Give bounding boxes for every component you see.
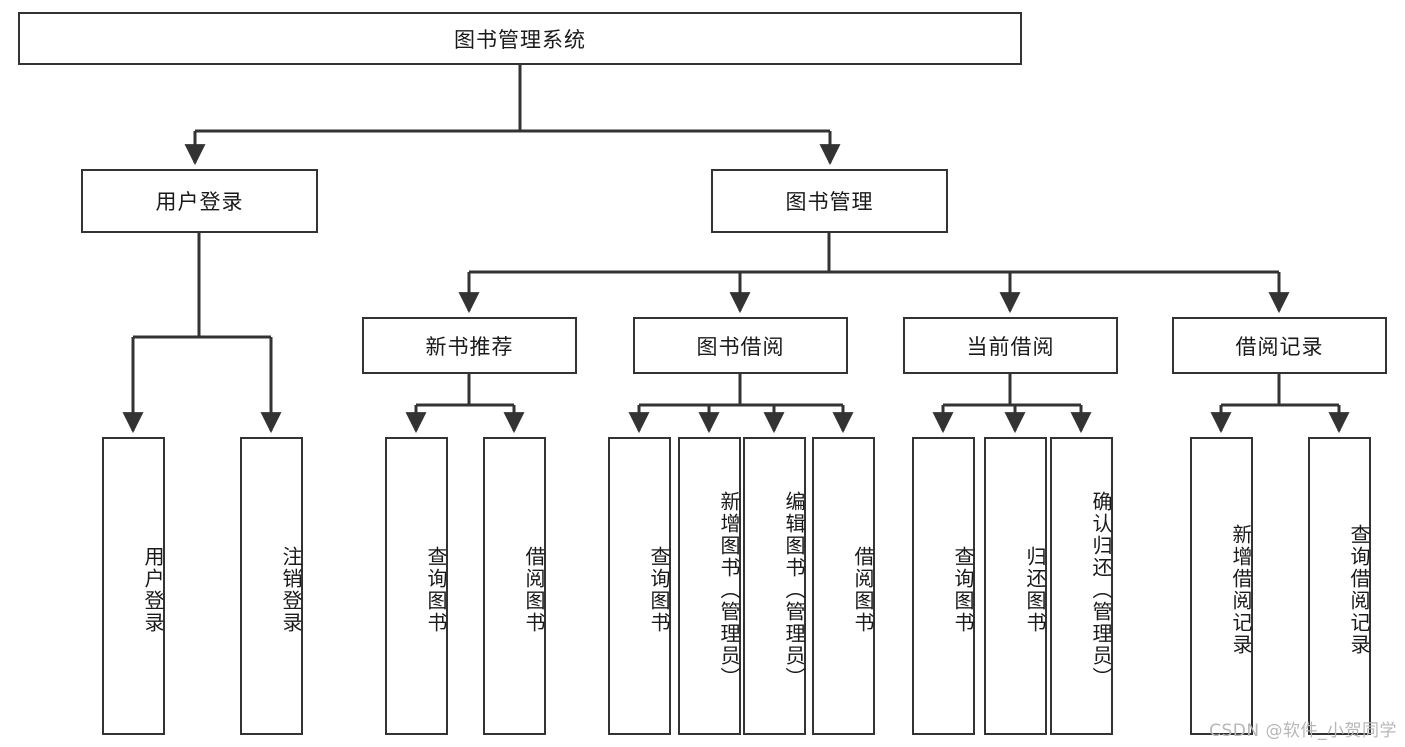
node-leaf-add-borrow-record-label: 新增借阅记录 [1229,524,1253,656]
node-leaf-add-book-admin[interactable]: 新增图书（管理员） [678,437,741,735]
node-leaf-query-book-recommend[interactable]: 查询图书 [385,437,448,735]
node-leaf-user-login[interactable]: 用户登录 [102,437,165,735]
node-book-management-label: 图书管理 [785,190,874,214]
node-leaf-query-borrow-record[interactable]: 查询借阅记录 [1308,437,1371,735]
node-current-borrow[interactable]: 当前借阅 [903,317,1118,374]
node-book-borrow-label: 图书借阅 [696,334,785,359]
node-leaf-return-book[interactable]: 归还图书 [984,437,1047,735]
node-leaf-confirm-return-admin-label: 确认归还（管理员） [1089,491,1113,689]
node-user-login[interactable]: 用户登录 [81,169,318,233]
node-borrow-record[interactable]: 借阅记录 [1172,317,1387,374]
node-current-borrow-label: 当前借阅 [966,334,1055,359]
node-leaf-query-book-current[interactable]: 查询图书 [912,437,975,735]
node-leaf-add-borrow-record[interactable]: 新增借阅记录 [1190,437,1253,735]
node-leaf-return-book-label: 归还图书 [1023,546,1047,634]
node-leaf-user-logout[interactable]: 注销登录 [240,437,303,735]
node-leaf-add-book-admin-label: 新增图书（管理员） [717,491,741,689]
node-leaf-query-book-borrow[interactable]: 查询图书 [608,437,671,735]
node-leaf-borrow-book-recommend[interactable]: 借阅图书 [483,437,546,735]
node-new-book-recommend-label: 新书推荐 [425,334,514,359]
node-leaf-borrow-book-recommend-label: 借阅图书 [522,546,546,634]
node-leaf-query-book-borrow-label: 查询图书 [647,546,671,634]
node-leaf-confirm-return-admin[interactable]: 确认归还（管理员） [1050,437,1113,735]
node-root-system[interactable]: 图书管理系统 [18,12,1022,65]
node-leaf-user-login-label: 用户登录 [141,546,165,634]
node-leaf-query-book-recommend-label: 查询图书 [424,546,448,634]
node-leaf-borrow-book-label: 借阅图书 [851,546,875,634]
node-book-management[interactable]: 图书管理 [711,169,948,233]
node-leaf-query-book-current-label: 查询图书 [951,546,975,634]
node-borrow-record-label: 借阅记录 [1235,334,1324,359]
node-leaf-borrow-book[interactable]: 借阅图书 [812,437,875,735]
node-book-borrow[interactable]: 图书借阅 [633,317,848,374]
node-leaf-edit-book-admin-label: 编辑图书（管理员） [782,491,806,689]
node-root-label: 图书管理系统 [454,27,586,52]
node-leaf-edit-book-admin[interactable]: 编辑图书（管理员） [743,437,806,735]
node-user-login-label: 用户登录 [155,190,244,214]
node-leaf-user-logout-label: 注销登录 [279,546,303,634]
node-new-book-recommend[interactable]: 新书推荐 [362,317,577,374]
node-leaf-query-borrow-record-label: 查询借阅记录 [1347,524,1371,656]
